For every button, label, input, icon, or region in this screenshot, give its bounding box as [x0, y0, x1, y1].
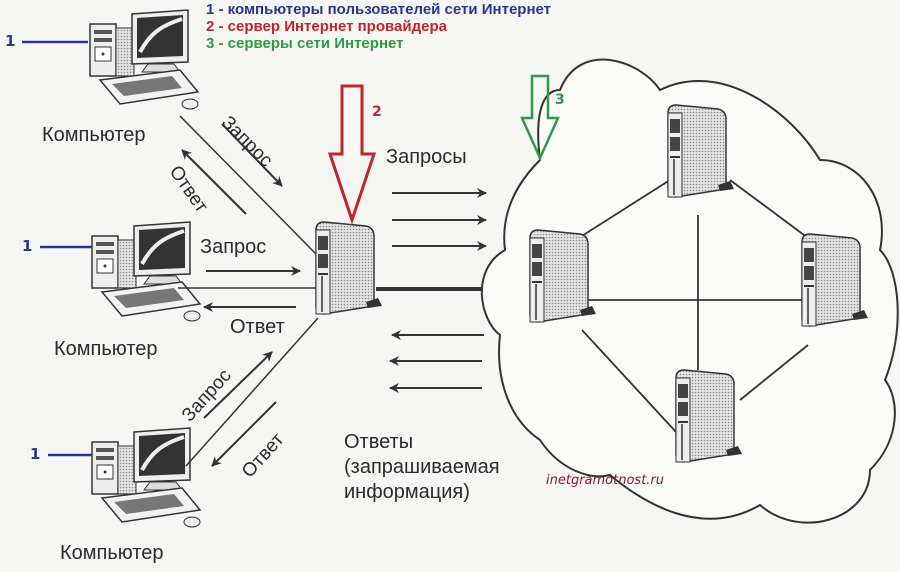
marker-1-top: 1 — [5, 32, 16, 50]
computer-label-3: Компьютер — [60, 542, 164, 564]
marker-1-bottom: 1 — [30, 445, 41, 463]
response-arrow-1 — [181, 149, 247, 215]
response-arrow-3 — [211, 401, 277, 467]
provider-pointer-arrow — [327, 84, 377, 225]
legend-item-servers: 3 - серверы сети Интернет — [206, 35, 404, 52]
computer-2-icon — [90, 220, 202, 323]
internet-server-bottom-icon — [675, 369, 743, 463]
legend-item-provider: 2 - сервер Интернет провайдера — [206, 18, 447, 35]
internet-server-right-icon — [801, 233, 869, 327]
provider-server-icon — [315, 221, 383, 315]
marker-3: 3 — [555, 92, 565, 108]
internet-cloud — [480, 58, 899, 524]
computer-3-icon — [90, 426, 202, 529]
marker-2: 2 — [372, 104, 382, 120]
internet-server-top-icon — [667, 104, 735, 198]
cable-pc1 — [179, 115, 319, 257]
internet-pointer-arrow — [520, 74, 560, 162]
responses-label-line3: информация) — [344, 481, 470, 503]
internet-server-left-icon — [529, 229, 597, 323]
legend-item-computers: 1 - компьютеры пользователей сети Интерн… — [206, 1, 552, 18]
request-arrow-3 — [203, 351, 273, 419]
legend: 1 - компьютеры пользователей сети Интерн… — [206, 1, 551, 52]
watermark: inetgramotnost.ru — [546, 473, 665, 488]
response-label-2: Ответ — [230, 316, 285, 338]
responses-label-line1: Ответы — [344, 431, 414, 453]
marker-1-middle: 1 — [22, 237, 33, 255]
responses-label: Ответы (запрашиваемая информация) — [344, 430, 500, 505]
request-arrow-1 — [221, 123, 283, 187]
computer-label-1: Компьютер — [42, 124, 146, 146]
cable-pc3 — [185, 317, 319, 467]
request-label-2: Запрос — [200, 236, 267, 258]
requests-label: Запросы — [386, 146, 467, 168]
computer-1-icon — [88, 8, 200, 111]
computer-label-2: Компьютер — [54, 338, 158, 360]
responses-label-line2: (запрашиваемая — [344, 456, 500, 478]
